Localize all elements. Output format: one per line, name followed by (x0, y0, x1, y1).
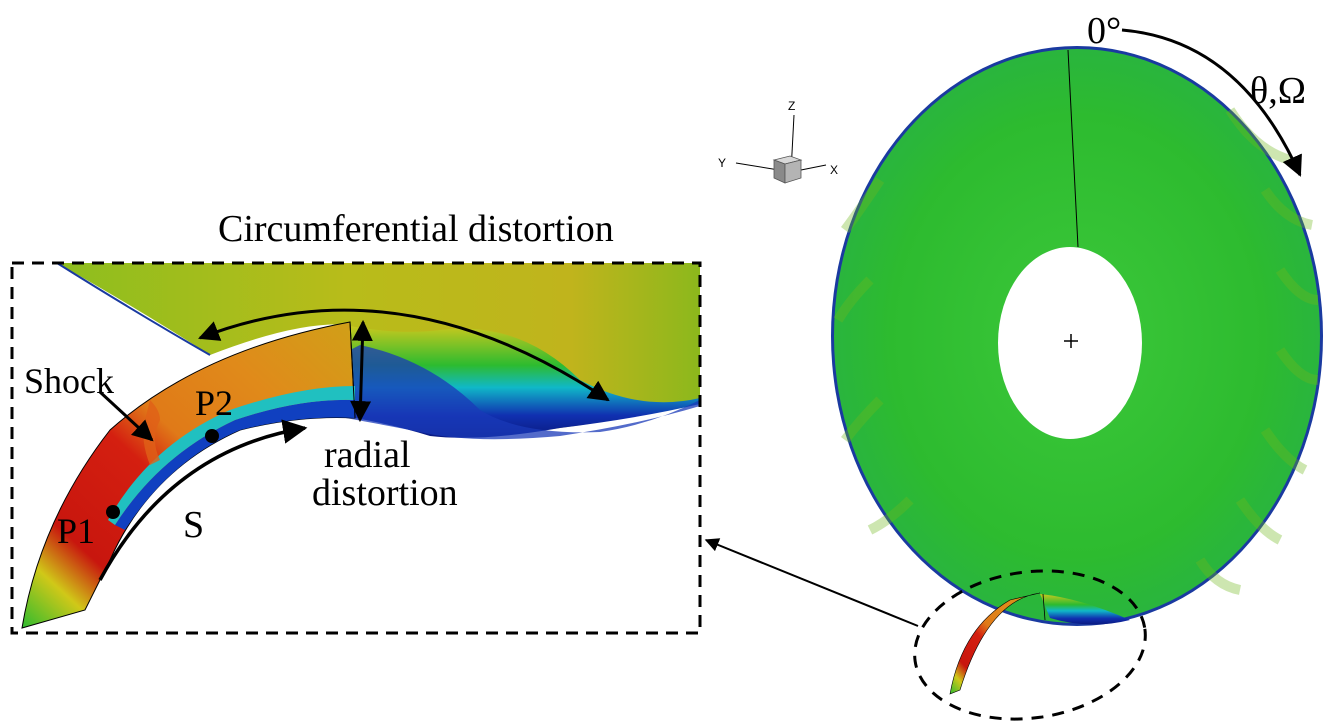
radial-distortion-label-line1: radial (324, 434, 411, 476)
triad-y-label: Y (718, 156, 726, 170)
s-label: S (183, 504, 204, 546)
zoom-region-ellipse (913, 569, 1147, 721)
rotation-arrow (1121, 28, 1302, 177)
circumferential-arrow (198, 308, 610, 402)
suction-side-band (115, 399, 355, 530)
zero-reference-line (1067, 49, 1079, 248)
slice-lower-edge (56, 262, 211, 356)
blade-streaks (833, 107, 1319, 595)
radial-distortion-label-line2: distortion (312, 472, 458, 514)
rotor-disc (831, 46, 1323, 695)
center-cross-icon (1064, 334, 1078, 348)
disc-hub-hole (998, 247, 1142, 439)
probe-point-p1 (106, 505, 120, 519)
triad-cube-icon (772, 155, 803, 184)
theta-omega-label: θ,Ω (1250, 70, 1306, 112)
angle-zero-label: 0° (1087, 10, 1121, 52)
inset-frame (10, 261, 702, 635)
p2-label: P2 (195, 383, 233, 423)
triad-x-label: X (830, 163, 838, 177)
shock-pointer-arrow (98, 390, 154, 442)
shock-label: Shock (24, 361, 114, 401)
triad-z-label: Z (788, 99, 795, 113)
circumferential-distortion-label: Circumferential distortion (218, 208, 614, 250)
zoom-connector-arrow (704, 538, 919, 627)
s-arc-arrow (98, 419, 308, 581)
radial-arrow (350, 319, 373, 423)
p1-label: P1 (57, 511, 95, 551)
disc-blade-passage (949, 592, 1130, 695)
probe-point-p2 (205, 429, 219, 443)
coordinate-triad: Z Y X (718, 99, 838, 184)
